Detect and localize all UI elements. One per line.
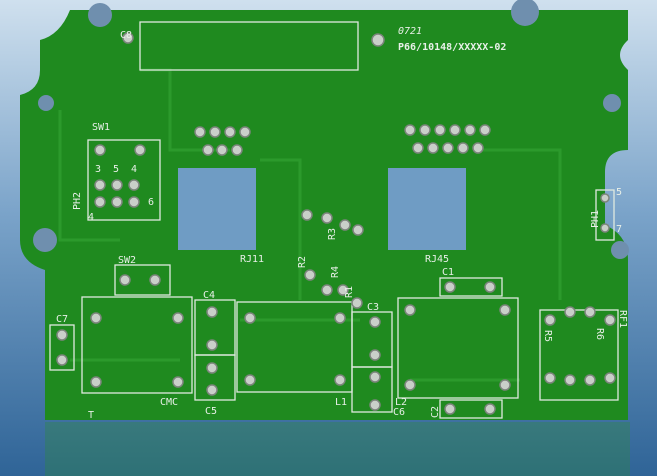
label-rj11: RJ11 bbox=[240, 254, 264, 265]
label-c8: C8 bbox=[120, 30, 132, 41]
label-r2: R2 bbox=[297, 256, 308, 268]
label-c7: C7 bbox=[56, 314, 68, 325]
rj45-cutout bbox=[388, 168, 466, 250]
label-c5: C5 bbox=[205, 406, 217, 417]
label-pin4b: 4 bbox=[88, 212, 94, 223]
label-pin3: 3 bbox=[95, 164, 101, 175]
label-c1: C1 bbox=[442, 267, 454, 278]
label-sw1: SW1 bbox=[92, 122, 110, 133]
label-ph1: PH1 bbox=[590, 210, 601, 228]
label-pin4a: 4 bbox=[131, 164, 137, 175]
pads bbox=[56, 32, 616, 415]
mounting-holes bbox=[33, 0, 629, 259]
label-c3: C3 bbox=[367, 302, 379, 313]
label-pin5: 5 bbox=[113, 164, 119, 175]
label-ph1-pin7: 7 bbox=[616, 224, 622, 235]
rj11-cutout bbox=[178, 168, 256, 250]
silkscreen-outlines bbox=[49, 21, 619, 419]
label-r3: R3 bbox=[327, 228, 338, 240]
label-cmc: CMC bbox=[160, 397, 178, 408]
silkscreen-text: 0721 P66/10148/XXXXX-02 C8 SW1 PH2 3 5 4… bbox=[56, 26, 628, 421]
label-rj45: RJ45 bbox=[425, 254, 449, 265]
label-r5: R5 bbox=[542, 330, 553, 342]
label-c6: C6 bbox=[393, 407, 405, 418]
label-sw2: SW2 bbox=[118, 255, 136, 266]
label-r1: R1 bbox=[344, 286, 355, 298]
label-rf1: RF1 bbox=[617, 310, 628, 328]
board-code: 0721 bbox=[398, 26, 422, 37]
label-t: T bbox=[88, 410, 94, 421]
label-l1: L1 bbox=[335, 397, 347, 408]
board-reflection bbox=[45, 422, 630, 476]
label-r6: R6 bbox=[594, 328, 605, 340]
label-l2: L2 bbox=[395, 397, 407, 408]
label-c2: C2 bbox=[430, 406, 441, 418]
label-ph1-pin5: 5 bbox=[616, 187, 622, 198]
label-c4: C4 bbox=[203, 290, 215, 301]
part-number: P66/10148/XXXXX-02 bbox=[398, 42, 506, 53]
label-pin6: 6 bbox=[148, 197, 154, 208]
label-r4: R4 bbox=[330, 266, 341, 278]
label-ph2: PH2 bbox=[72, 192, 83, 210]
